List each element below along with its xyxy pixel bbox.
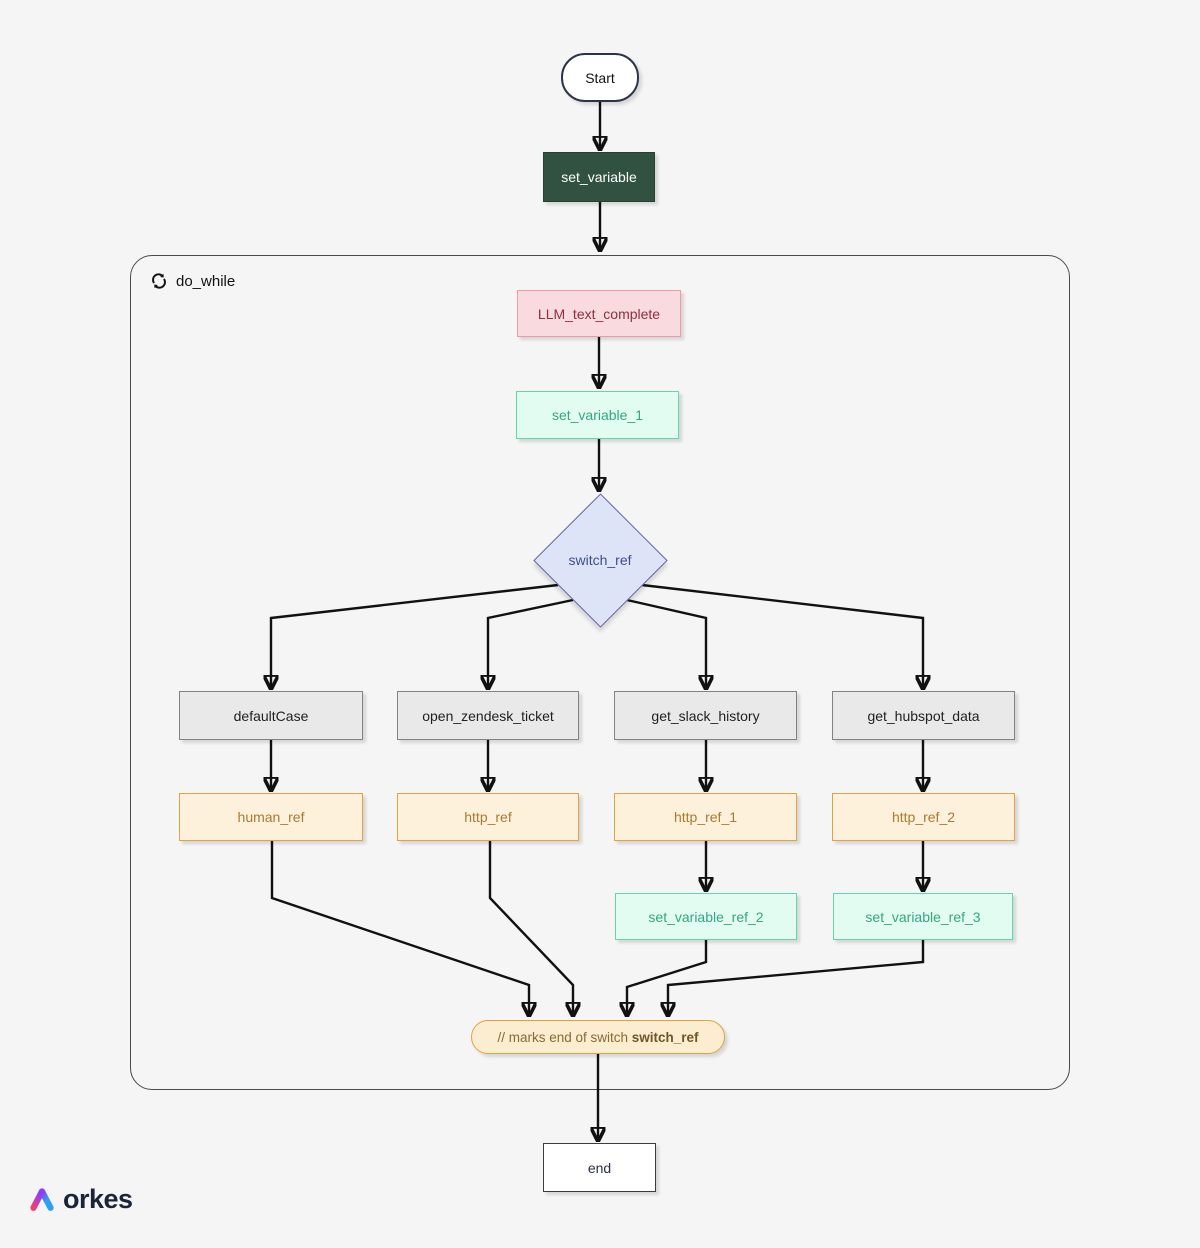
case-open-zendesk-ticket-node[interactable]: open_zendesk_ticket — [397, 691, 579, 740]
start-label: Start — [585, 69, 615, 86]
http-ref-2-label: http_ref_2 — [891, 809, 956, 825]
orkes-logo-icon — [28, 1185, 56, 1215]
set-variable-node[interactable]: set_variable — [543, 152, 655, 202]
case-get-hubspot-data-node[interactable]: get_hubspot_data — [832, 691, 1015, 740]
set-variable-ref-3-node[interactable]: set_variable_ref_3 — [833, 893, 1013, 940]
human-ref-node[interactable]: human_ref — [179, 793, 363, 841]
set-variable-ref-3-label: set_variable_ref_3 — [865, 908, 981, 925]
end-label: end — [587, 1159, 612, 1176]
http-ref-1-node[interactable]: http_ref_1 — [614, 793, 797, 841]
case-defaultcase-label: defaultCase — [233, 707, 309, 724]
switch-ref-label: switch_ref — [568, 552, 632, 568]
switch-end-ref: switch_ref — [631, 1029, 699, 1045]
llm-text-complete-label: LLM_text_complete — [537, 305, 661, 322]
do-while-group-header[interactable]: do_while — [150, 272, 235, 290]
set-variable-ref-2-node[interactable]: set_variable_ref_2 — [615, 893, 797, 940]
http-ref-node[interactable]: http_ref — [397, 793, 579, 841]
orkes-logo: orkes — [28, 1184, 133, 1215]
case-get-hubspot-data-label: get_hubspot_data — [867, 707, 980, 724]
llm-text-complete-node[interactable]: LLM_text_complete — [517, 290, 681, 337]
switch-end-prefix: // marks end of switch — [497, 1029, 632, 1045]
human-ref-label: human_ref — [237, 809, 305, 825]
loop-icon — [150, 272, 168, 290]
orkes-logo-text: orkes — [63, 1184, 133, 1214]
case-defaultcase-node[interactable]: defaultCase — [179, 691, 363, 740]
start-node[interactable]: Start — [561, 53, 639, 102]
http-ref-label: http_ref — [464, 809, 512, 825]
set-variable-1-node[interactable]: set_variable_1 — [516, 391, 679, 439]
case-get-slack-history-label: get_slack_history — [651, 707, 760, 724]
case-get-slack-history-node[interactable]: get_slack_history — [614, 691, 797, 740]
do-while-group-frame[interactable] — [130, 255, 1070, 1090]
http-ref-2-node[interactable]: http_ref_2 — [832, 793, 1015, 841]
set-variable-label: set_variable — [561, 169, 637, 185]
end-node[interactable]: end — [543, 1143, 656, 1192]
http-ref-1-label: http_ref_1 — [673, 809, 738, 825]
case-open-zendesk-ticket-label: open_zendesk_ticket — [422, 707, 554, 724]
switch-end-marker[interactable]: // marks end of switch switch_ref — [471, 1020, 725, 1054]
do-while-label: do_while — [176, 272, 236, 290]
set-variable-ref-2-label: set_variable_ref_2 — [648, 908, 764, 925]
set-variable-1-label: set_variable_1 — [551, 407, 644, 423]
switch-ref-node[interactable]: switch_ref — [532, 492, 668, 628]
